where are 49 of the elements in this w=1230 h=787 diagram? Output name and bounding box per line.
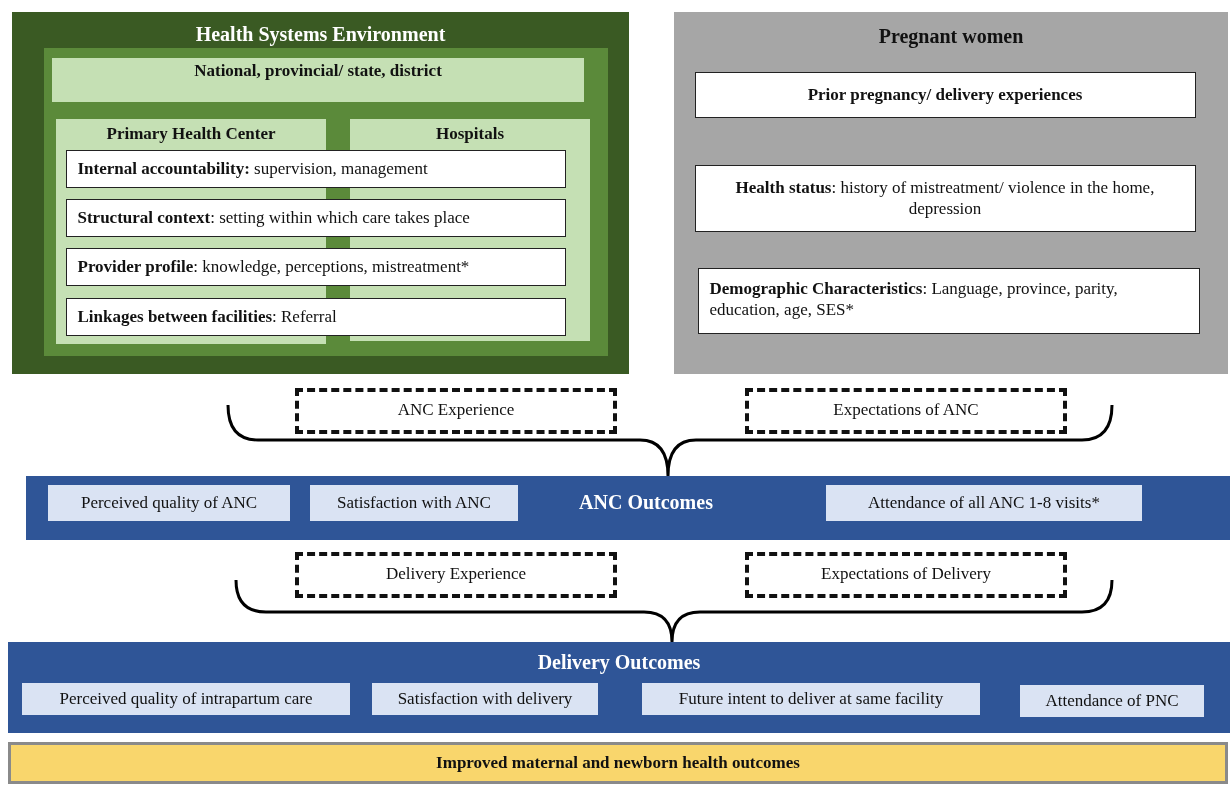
factor-box [695,72,1196,118]
dashed-box [295,388,617,434]
outcome-bar [8,742,1228,784]
factor-box [66,150,566,188]
outcome-box [310,485,518,521]
box-text: Expectations of Delivery [820,563,992,584]
box-text: ANC Experience [396,399,516,420]
outcome-box [642,683,980,715]
box-text: Perceived quality of intrapartum care [58,688,314,709]
box-text: Prior pregnancy/ delivery experiences [806,83,1084,105]
heading: Health Systems Environment [194,22,447,46]
box-text: Satisfaction with ANC [336,492,492,513]
box-text: Delivery Experience [384,563,528,584]
dashed-box [295,552,617,598]
factor-box [695,165,1196,232]
outcome-band [26,476,1230,540]
outcome-box [1020,685,1204,717]
outcome-box [48,485,290,521]
dashed-box [745,388,1067,434]
dashed-box [745,552,1067,598]
box-text: Future intent to deliver at same facility [677,688,945,709]
heading: ANC Outcomes [578,490,714,514]
box-text: Linkages between facilities: Referral [77,305,338,327]
outcome-band [8,642,1230,733]
group-panel [674,12,1228,374]
heading: National, provincial/ state, district [193,60,443,81]
outcome-box [826,485,1142,521]
factor-box [66,248,566,286]
group-panel [12,12,629,374]
factor-box [66,298,566,336]
box-text: Structural context: setting within which care takes place [77,206,471,228]
heading: Pregnant women [877,24,1025,48]
heading: Delivery Outcomes [536,650,702,674]
heading: Primary Health Center [105,123,277,144]
box-text: Improved maternal and newborn health outcomes [435,752,801,773]
box-text: Attendance of all ANC 1-8 visits* [867,492,1101,513]
box-text: Internal accountability: supervision, management [77,157,429,179]
box-text: Expectations of ANC [832,399,980,420]
factor-box [66,199,566,237]
outcome-box [22,683,350,715]
box-text: Satisfaction with delivery [396,688,574,709]
box-text: Health status: history of mistreatment/ violence in the home, depression [734,176,1156,219]
heading: Hospitals [435,123,505,144]
outcome-box [372,683,598,715]
factor-box [698,268,1200,334]
box-text: Attendance of PNC [1044,690,1180,711]
box-text: Perceived quality of ANC [79,492,259,513]
box-text: Demographic Characteristics: Language, province, parity, education, age, SES* [709,277,1119,320]
box-text: Provider profile: knowledge, perceptions, mistreatment* [77,255,471,277]
